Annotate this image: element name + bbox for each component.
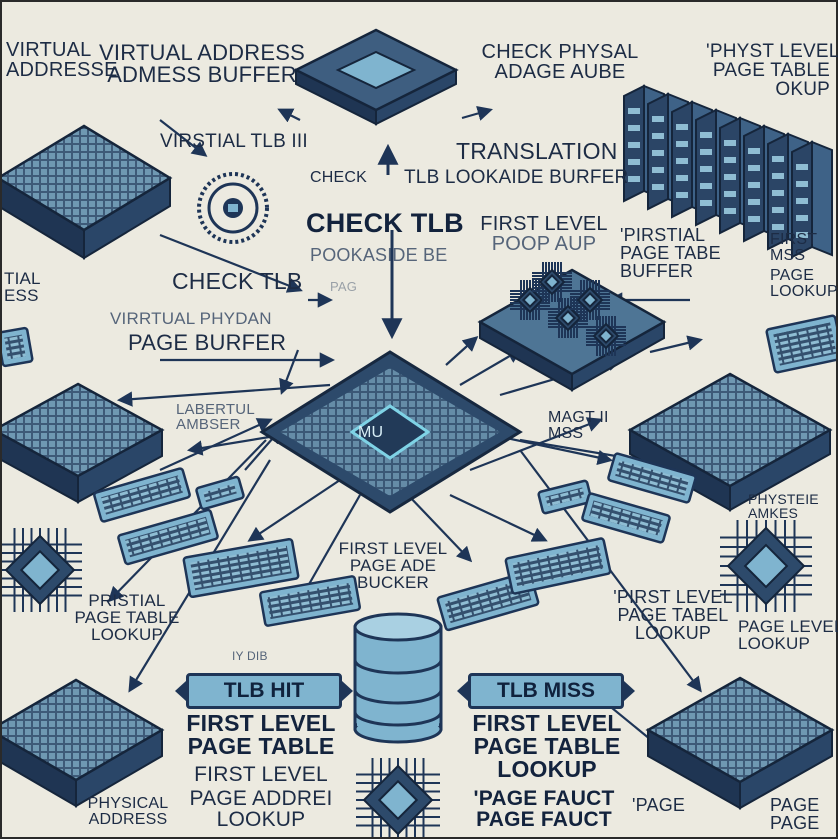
label-check-tlb-main: CHECK TLB — [306, 208, 464, 238]
memory-module-icon-12 — [0, 326, 34, 368]
memory-module-icon-2 — [117, 508, 219, 566]
memory-module-icon-4 — [182, 537, 300, 599]
server-rack-icon — [623, 84, 833, 259]
label-faint-bits: IY DIB — [232, 649, 268, 663]
memory-module-icon-8 — [537, 479, 593, 515]
memory-module-icon-7 — [504, 537, 612, 595]
label-first-level-lower: FIRST LEVEL — [194, 763, 328, 786]
label-pookaside: POOKASIDE BE — [310, 245, 448, 265]
cpu-chip-right-icon — [720, 520, 812, 612]
memory-board-mid-left-icon — [0, 382, 165, 504]
memory-board-left-icon — [0, 124, 173, 260]
memory-board-bottom-right-icon — [645, 676, 835, 810]
memory-module-icon-10 — [607, 452, 697, 504]
label-check-tlb-left: CHECK TLB — [172, 268, 303, 294]
tlb-hit-badge: TLB HIT — [175, 673, 353, 709]
label-pag: PAG — [330, 279, 358, 294]
cpu-die-icon-2 — [586, 316, 626, 356]
label-tlb-lookaide-burfer: TLB LOOKAIDE BURFER — [404, 167, 629, 188]
memory-module-icon-11 — [765, 314, 838, 374]
gear-icon — [197, 172, 269, 244]
label-translation: TRANSLATION — [456, 138, 618, 164]
memory-board-mid-right-icon — [627, 372, 833, 512]
label-virstial-tlb: VIRSTIAL TLB III — [160, 131, 308, 152]
memory-module-icon-5 — [259, 575, 361, 627]
cpu-die-icon-4 — [570, 280, 610, 320]
cpu-die-icon-1 — [548, 298, 588, 338]
cpu-die-icon-3 — [532, 262, 572, 302]
cpu-chip-left-icon — [0, 528, 82, 612]
label-mmu: MU — [358, 424, 384, 441]
memory-module-icon-1 — [93, 467, 191, 523]
cpu-chip-bottom-icon — [356, 758, 440, 839]
mmu-chip-icon — [259, 350, 523, 514]
memory-board-bottom-left-icon — [0, 678, 165, 808]
memory-module-icon-9 — [581, 492, 671, 544]
database-cylinder-icon — [353, 612, 443, 744]
hardware-illustrations — [0, 28, 838, 839]
label-virrtual-phydan: VIRRTUAL PHYDAN — [110, 309, 272, 328]
label-check-small: CHECK — [310, 169, 368, 186]
label-page-bottom-right: 'PAGE — [632, 795, 686, 815]
label-page-burfer: PAGE BURFER — [128, 330, 287, 355]
memory-module-icon-3 — [195, 475, 245, 511]
tlb-miss-badge: TLB MISS — [457, 673, 635, 709]
